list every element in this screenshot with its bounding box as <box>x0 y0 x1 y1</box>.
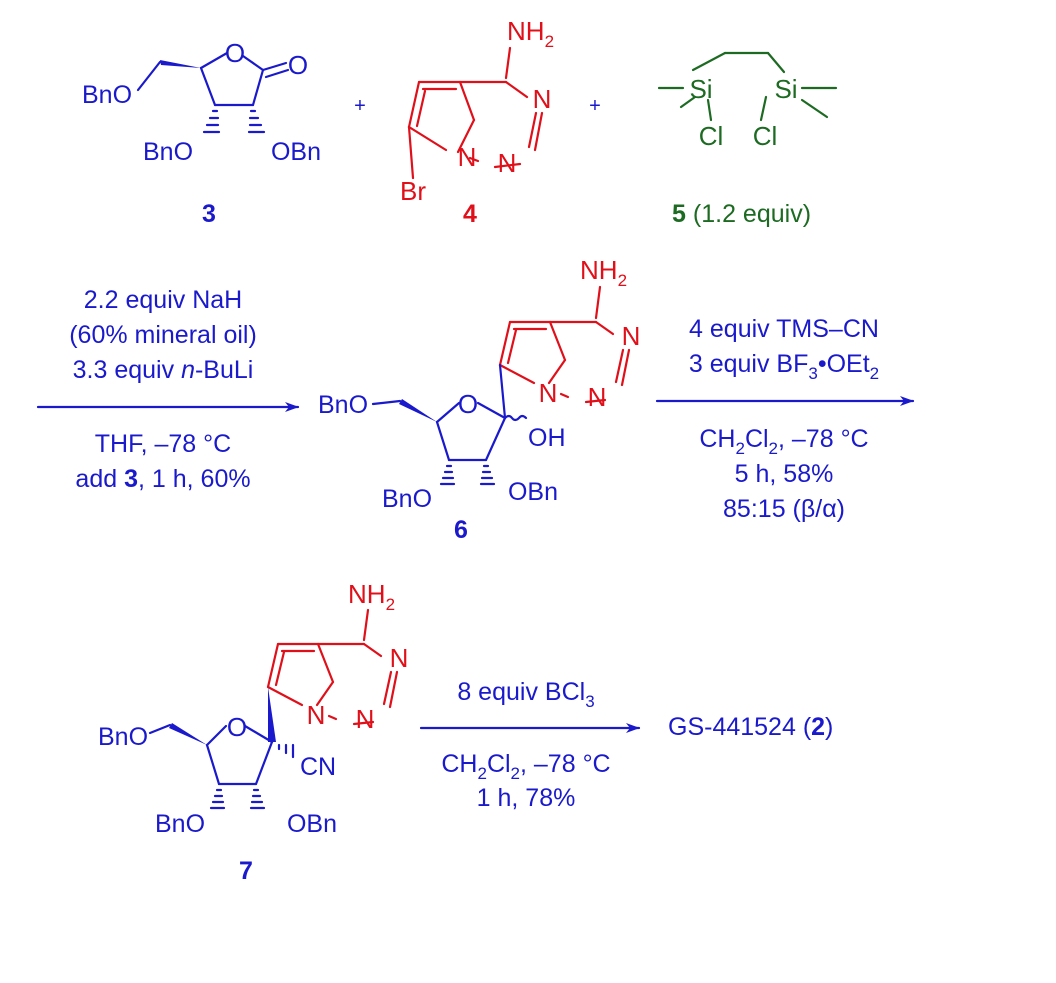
bno-c3-6: BnO <box>382 485 432 513</box>
silicon-1-5: Si <box>689 74 712 104</box>
step3-condition-1: CH2Cl2, –78 °C <box>441 750 610 783</box>
obn-c2-6: OBn <box>508 478 558 506</box>
step1-reagent-1: 2.2 equiv NaH <box>84 286 242 314</box>
step3-condition-2: 1 h, 78% <box>477 784 576 812</box>
step2-reagent-1: 4 equiv TMS–CN <box>689 315 879 343</box>
triazine-n2-6: N <box>588 382 607 412</box>
compound-5: Si Si Cl Cl 5(1.2 equiv) <box>657 51 838 228</box>
bno-primary-3: BnO <box>82 81 132 109</box>
amine-7: NH2 <box>348 579 395 614</box>
triazine-n4-7: N <box>390 643 409 673</box>
plus-sign-1: + <box>354 95 366 117</box>
amine-6: NH2 <box>580 255 627 290</box>
ring-oxygen-7: O <box>227 712 247 742</box>
obn-c2-3: OBn <box>271 138 321 166</box>
step2-reagent-2: 3 equiv BF3•OEt2 <box>689 350 879 383</box>
chlorine-1-5: Cl <box>699 121 724 151</box>
bromine-4: Br <box>400 176 426 206</box>
ring-oxygen-3: O <box>225 38 245 68</box>
step2-condition-2: 5 h, 58% <box>735 460 834 488</box>
bridgehead-n-4: N <box>458 142 477 172</box>
bno-primary-7: BnO <box>98 723 148 751</box>
bridgehead-n-6: N <box>539 378 558 408</box>
step-1: 2.2 equiv NaH (60% mineral oil) 3.3 equi… <box>36 286 300 493</box>
carbonyl-oxygen-3: O <box>288 50 308 80</box>
step1-condition-1: THF, –78 °C <box>95 430 231 458</box>
compound-5-label: 5(1.2 equiv) <box>672 200 811 228</box>
obn-c2-7: OBn <box>287 810 337 838</box>
compound-3: O O BnO BnO OBn 3 <box>82 38 321 228</box>
triazine-n2-4: N <box>498 148 517 178</box>
step1-reagent-2: (60% mineral oil) <box>69 321 257 349</box>
step2-condition-1: CH2Cl2, –78 °C <box>699 425 868 458</box>
compound-4-label: 4 <box>463 200 477 228</box>
compound-6: NH2 N N N O OH BnO BnO OBn 6 <box>318 255 640 544</box>
bno-primary-6: BnO <box>318 391 368 419</box>
step1-reagent-3: 3.3 equiv n-BuLi <box>73 356 254 384</box>
triazine-n2-7: N <box>356 704 375 734</box>
step1-condition-2: add 3, 1 h, 60% <box>75 465 250 493</box>
compound-7: NH2 N N N O CN BnO BnO OBn 7 <box>98 579 408 885</box>
step-3: 8 equiv BCl3 CH2Cl2, –78 °C 1 h, 78% <box>419 678 641 812</box>
step3-reagent-1: 8 equiv BCl3 <box>457 678 594 711</box>
amine-4: NH2 <box>507 16 554 51</box>
silicon-2-5: Si <box>774 74 797 104</box>
compound-6-label: 6 <box>454 516 468 544</box>
bno-c3-3: BnO <box>143 138 193 166</box>
step-2: 4 equiv TMS–CN 3 equiv BF3•OEt2 CH2Cl2, … <box>655 315 915 523</box>
hydroxyl-6: OH <box>528 424 566 452</box>
triazine-n4: N <box>533 84 552 114</box>
plus-sign-2: + <box>589 95 601 117</box>
nitrile-7: CN <box>300 753 336 781</box>
chlorine-2-5: Cl <box>753 121 778 151</box>
step2-condition-3: 85:15 (β/α) <box>723 495 845 523</box>
ring-oxygen-6: O <box>458 389 478 419</box>
product-gs-441524: GS-441524 (2) <box>668 713 833 741</box>
bno-c3-7: BnO <box>155 810 205 838</box>
compound-4: NH2 N N N Br 4 <box>400 16 554 228</box>
triazine-n4-6: N <box>622 321 641 351</box>
bridgehead-n-7: N <box>307 700 326 730</box>
compound-3-label: 3 <box>202 200 216 228</box>
compound-7-label: 7 <box>239 857 253 885</box>
